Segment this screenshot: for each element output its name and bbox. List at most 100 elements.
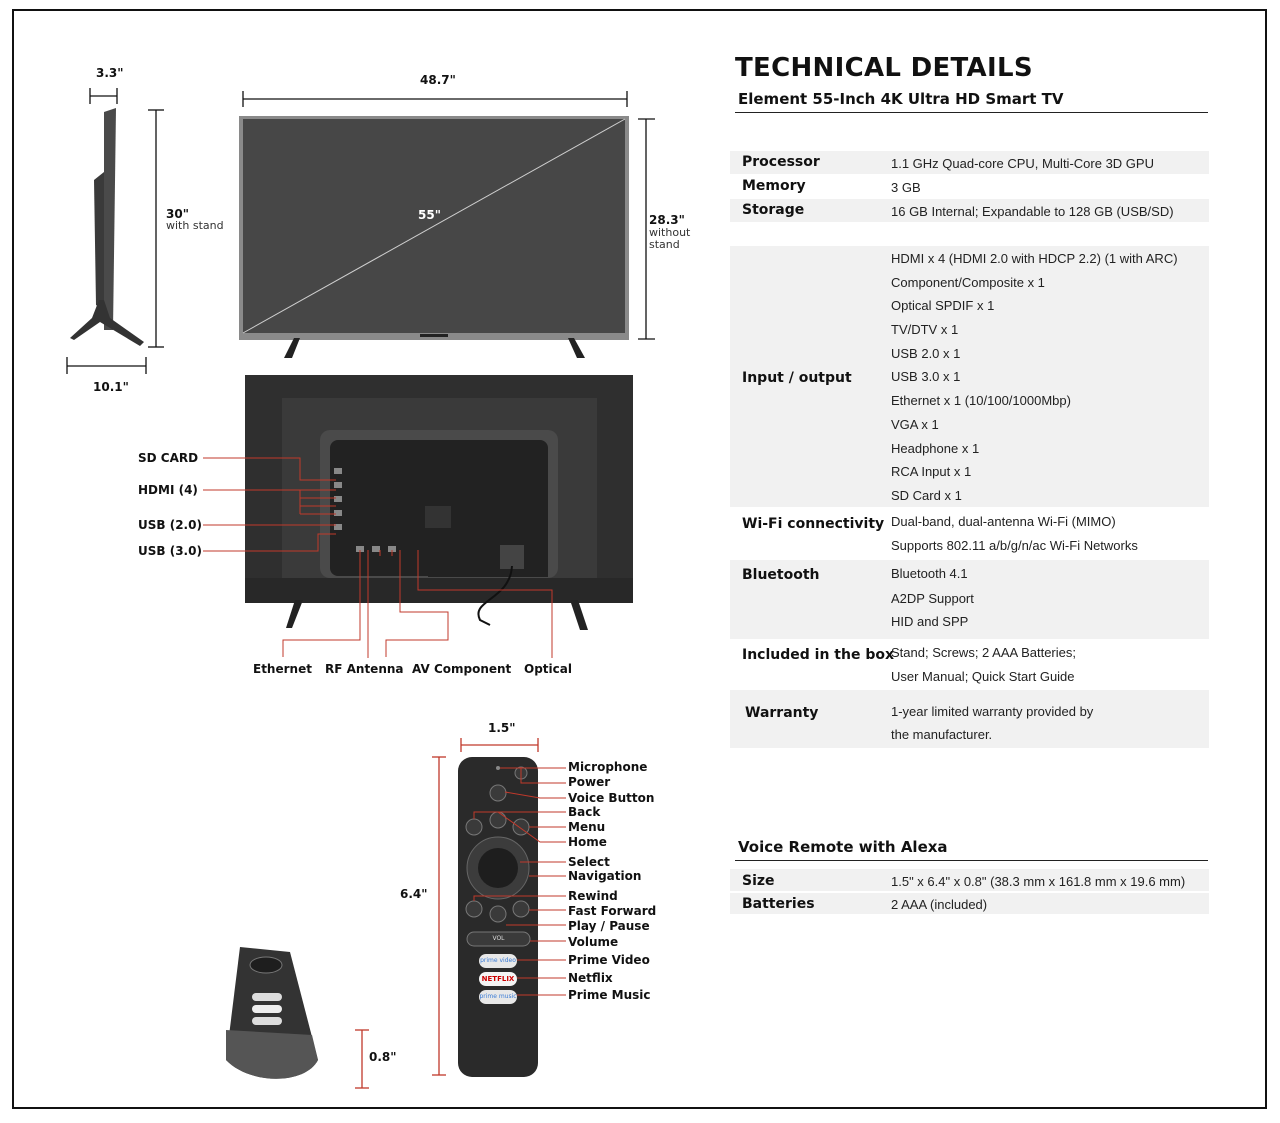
port-label-usb2: USB (2.0) — [138, 518, 202, 532]
height-without-stand-dimension — [638, 118, 655, 340]
row-band-batteries — [730, 893, 1209, 914]
remote-angled-view — [226, 947, 318, 1079]
port-label-usb3: USB (3.0) — [138, 544, 202, 558]
remote-label-navigation: Navigation — [568, 869, 642, 883]
height-without-stand-note-2: stand — [649, 238, 680, 251]
remote-label-select: Select — [568, 855, 610, 869]
remote-label-menu: Menu — [568, 820, 606, 834]
spec-key-io: Input / output — [742, 370, 852, 386]
spec-val-io-6: USB 3.0 x 1 — [891, 369, 961, 384]
page-frame — [12, 9, 1267, 1109]
remote-label-fast-forward: Fast Forward — [568, 904, 657, 918]
port-label-rf-antenna: RF Antenna — [325, 662, 404, 676]
row-band-bluetooth — [730, 560, 1209, 639]
tv-back-view — [245, 375, 633, 630]
volume-button-label: VOL — [492, 935, 505, 942]
row-band-storage — [730, 199, 1209, 222]
remote-label-volume: Volume — [568, 935, 619, 949]
side-depth-dimension — [89, 88, 118, 104]
voice-remote-title: Voice Remote with Alexa — [738, 838, 948, 856]
remote-label-voice-button: Voice Button — [568, 791, 655, 805]
remote-label-home: Home — [568, 835, 607, 849]
side-depth-label: 3.3" — [96, 66, 124, 80]
spec-val-io-4: TV/DTV x 1 — [891, 322, 959, 337]
spec-val-io-11: SD Card x 1 — [891, 488, 962, 503]
spec-val-io-3: Optical SPDIF x 1 — [891, 298, 995, 313]
prime-music-button: prime music — [479, 993, 517, 1000]
remote-label-rewind: Rewind — [568, 889, 618, 903]
spec-val-io-9: Headphone x 1 — [891, 441, 980, 456]
spec-val-io-10: RCA Input x 1 — [891, 464, 972, 479]
port-label-ethernet: Ethernet — [253, 662, 312, 676]
title-rule — [735, 112, 1208, 113]
netflix-button: NETFLIX — [481, 975, 515, 983]
port-leader-lines — [203, 457, 553, 658]
spec-key-storage: Storage — [742, 202, 805, 218]
port-label-optical: Optical — [524, 662, 572, 676]
height-with-stand-dimension — [148, 109, 164, 348]
remote-width-label: 1.5" — [488, 721, 516, 735]
spec-val-io-1: HDMI x 4 (HDMI 2.0 with HDCP 2.2) (1 wit… — [891, 251, 1178, 266]
remote-label-prime-music: Prime Music — [568, 988, 651, 1002]
row-band-processor — [730, 151, 1209, 174]
tv-side-view — [70, 108, 144, 346]
remote-label-prime-video: Prime Video — [568, 953, 650, 967]
spec-val-io-7: Ethernet x 1 (10/100/1000Mbp) — [891, 393, 1071, 408]
spec-key-wifi: Wi-Fi connectivity — [742, 516, 885, 532]
port-label-hdmi: HDMI (4) — [138, 483, 198, 497]
remote-front-view — [458, 757, 538, 1077]
row-band-size — [730, 869, 1209, 891]
spec-val-storage: 16 GB Internal; Expandable to 128 GB (US… — [891, 204, 1174, 219]
height-with-stand-note: with stand — [166, 219, 224, 232]
remote-label-play-pause: Play / Pause — [568, 919, 650, 933]
spec-val-batteries: 2 AAA (included) — [891, 897, 988, 912]
spec-val-box-2: User Manual; Quick Start Guide — [891, 669, 1075, 684]
remote-label-netflix: Netflix — [568, 971, 613, 985]
height-without-stand-note-1: without — [649, 226, 691, 239]
height-with-stand-label: 30" — [166, 207, 189, 221]
spec-val-io-5: USB 2.0 x 1 — [891, 346, 961, 361]
spec-val-processor: 1.1 GHz Quad-core CPU, Multi-Core 3D GPU — [891, 156, 1154, 171]
spec-val-size: 1.5" x 6.4" x 0.8" (38.3 mm x 161.8 mm x… — [891, 874, 1186, 889]
spec-key-warranty: Warranty — [745, 705, 819, 721]
spec-val-io-8: VGA x 1 — [891, 417, 939, 432]
stand-depth-label: 10.1" — [93, 380, 129, 394]
spec-val-box-1: Stand; Screws; 2 AAA Batteries; — [891, 645, 1076, 660]
remote-label-microphone: Microphone — [568, 760, 648, 774]
stand-depth-dimension — [66, 357, 147, 374]
remote-label-power: Power — [568, 775, 611, 789]
prime-video-button: prime video — [480, 957, 516, 964]
spec-val-wifi-2: Supports 802.11 a/b/g/n/ac Wi-Fi Network… — [891, 538, 1138, 553]
spec-val-bt-3: HID and SPP — [891, 614, 969, 629]
tech-details-title: TECHNICAL DETAILS — [735, 53, 1033, 83]
spec-key-size: Size — [742, 873, 775, 889]
spec-key-bluetooth: Bluetooth — [742, 567, 820, 583]
spec-val-bt-1: Bluetooth 4.1 — [891, 566, 968, 581]
remote-leader-lines — [473, 767, 566, 996]
height-without-stand-label: 28.3" — [649, 213, 685, 227]
spec-val-warranty-2: the manufacturer. — [891, 727, 993, 742]
port-label-sd-card: SD CARD — [138, 451, 199, 465]
remote-depth-label: 0.8" — [369, 1050, 397, 1064]
spec-val-wifi-1: Dual-band, dual-antenna Wi-Fi (MIMO) — [891, 514, 1116, 529]
voice-remote-rule — [735, 860, 1208, 861]
tv-front-view — [239, 116, 629, 358]
tech-details-subtitle: Element 55-Inch 4K Ultra HD Smart TV — [738, 90, 1064, 108]
spec-key-batteries: Batteries — [742, 896, 815, 912]
spec-val-warranty-1: 1-year limited warranty provided by — [891, 704, 1094, 719]
diagonal-label: 55" — [418, 208, 441, 222]
port-label-av-component: AV Component — [412, 662, 512, 676]
row-band-warranty — [730, 690, 1209, 748]
remote-dimension-lines — [355, 738, 539, 1089]
spec-val-io-2: Component/Composite x 1 — [891, 275, 1045, 290]
remote-height-label: 6.4" — [400, 887, 428, 901]
spec-key-box: Included in the box — [742, 647, 894, 663]
row-band-io — [730, 246, 1209, 507]
spec-val-memory: 3 GB — [891, 180, 921, 195]
remote-label-back: Back — [568, 805, 601, 819]
spec-key-memory: Memory — [742, 178, 806, 194]
spec-val-bt-2: A2DP Support — [891, 591, 974, 606]
width-dimension — [242, 91, 628, 107]
spec-key-processor: Processor — [742, 154, 820, 170]
